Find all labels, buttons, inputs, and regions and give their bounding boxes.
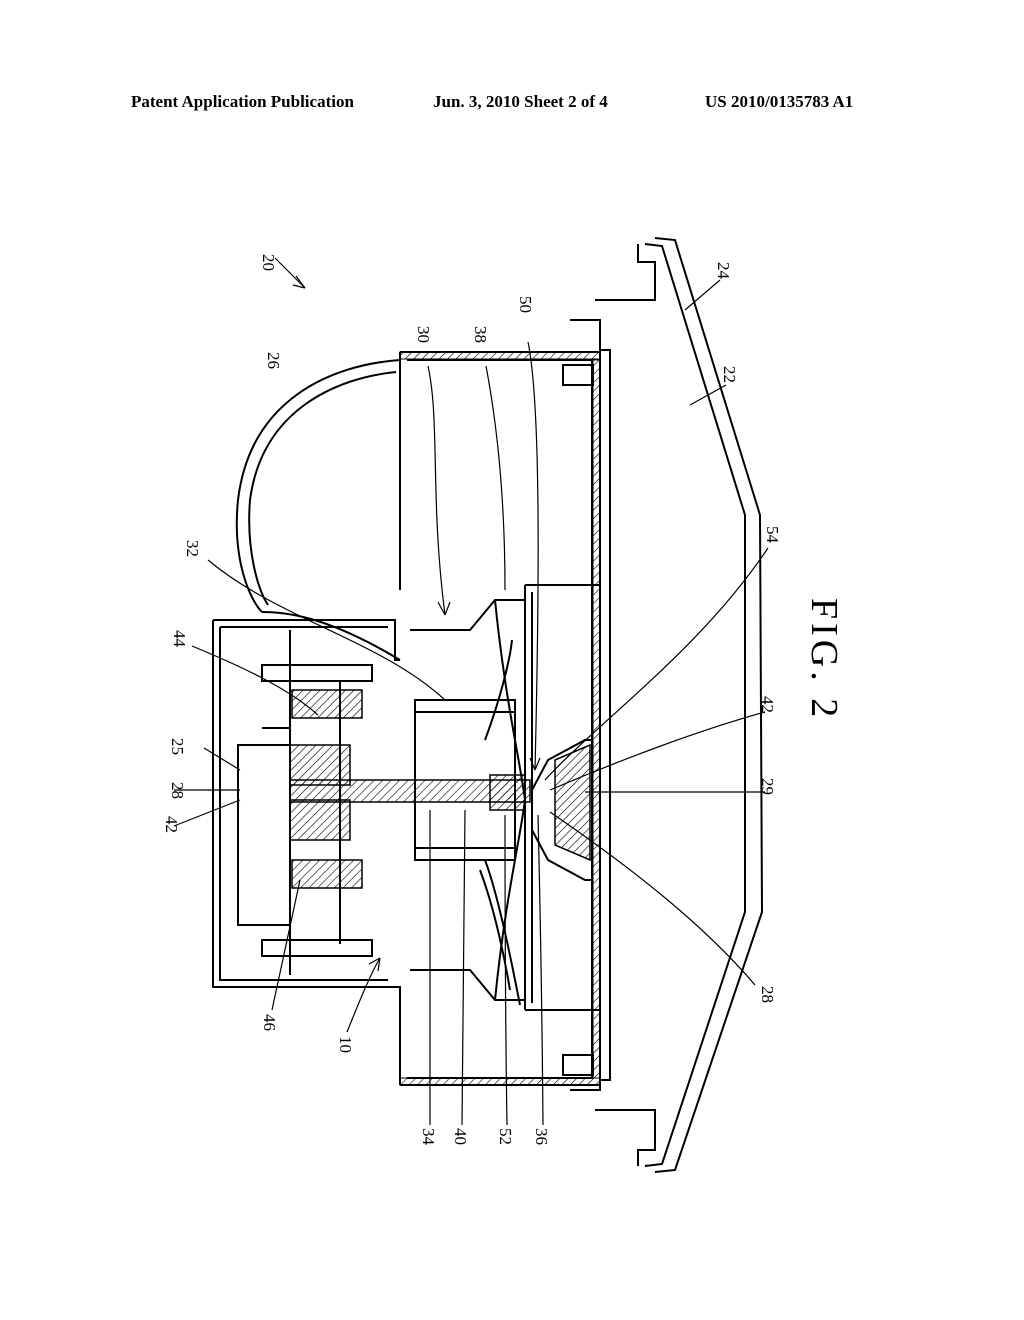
ref-42-left: 42 [162, 816, 181, 833]
publication-date-sheet: Jun. 3, 2010 Sheet 2 of 4 [433, 92, 608, 111]
ref-25: 25 [168, 738, 187, 755]
ref-26: 26 [264, 352, 283, 369]
ref-20: 20 [259, 254, 278, 271]
ref-50: 50 [516, 296, 535, 313]
ref-28-bottom: 28 [758, 986, 777, 1003]
ref-34: 34 [419, 1128, 438, 1146]
ref-36: 36 [532, 1128, 551, 1145]
ref-24: 24 [714, 262, 733, 280]
ref-42-right: 42 [758, 696, 777, 713]
page-header: Patent Application Publication Jun. 3, 2… [0, 92, 1024, 116]
ref-38: 38 [471, 326, 490, 343]
ref-22: 22 [720, 366, 739, 383]
ref-30: 30 [414, 326, 433, 343]
figure-caption: FIG. 2 [803, 598, 845, 721]
ref-46: 46 [260, 1014, 279, 1031]
ref-28-top: 28 [168, 782, 187, 799]
ref-10: 10 [336, 1036, 355, 1053]
ref-44: 44 [170, 630, 189, 648]
ref-32: 32 [183, 540, 202, 557]
ref-52: 52 [496, 1128, 515, 1145]
leader-lines [173, 257, 769, 1126]
ref-40: 40 [451, 1128, 470, 1145]
publication-title: Patent Application Publication [131, 92, 354, 111]
reference-numerals: 20 26 30 38 50 24 22 32 54 44 25 28 42 4… [162, 254, 782, 1146]
ref-54: 54 [763, 526, 782, 544]
publication-number: US 2010/0135783 A1 [705, 92, 854, 111]
ref-29: 29 [758, 778, 777, 795]
sectioned-parts [289, 351, 601, 1086]
